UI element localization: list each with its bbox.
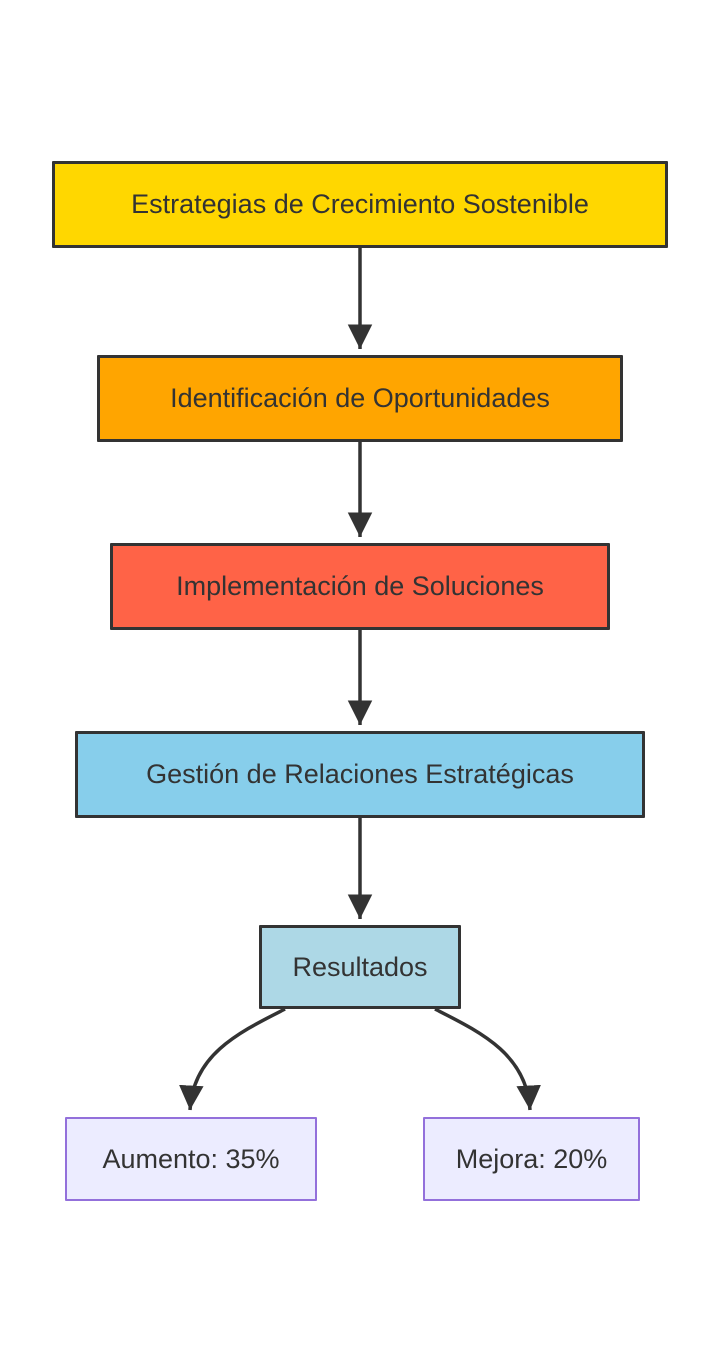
node-resultados: Resultados xyxy=(259,925,461,1009)
node-aumento-label: Aumento: 35% xyxy=(102,1143,280,1174)
node-aumento: Aumento: 35% xyxy=(65,1117,317,1201)
node-mejora: Mejora: 20% xyxy=(423,1117,640,1201)
node-gestion: Gestión de Relaciones Estratégicas xyxy=(75,731,645,818)
node-estrategias: Estrategias de Crecimiento Sostenible xyxy=(52,161,668,248)
node-estrategias-label: Estrategias de Crecimiento Sostenible xyxy=(131,189,589,219)
node-implementacion: Implementación de Soluciones xyxy=(110,543,610,630)
node-gestion-label: Gestión de Relaciones Estratégicas xyxy=(146,759,574,789)
edge-resultados-mejora xyxy=(434,1007,541,1111)
node-mejora-label: Mejora: 20% xyxy=(455,1143,608,1174)
node-implementacion-label: Implementación de Soluciones xyxy=(176,571,544,601)
node-identificacion-label: Identificación de Oportunidades xyxy=(170,383,550,413)
node-resultados-label: Resultados xyxy=(292,951,428,982)
node-identificacion: Identificación de Oportunidades xyxy=(97,355,623,442)
edge-resultados-aumento xyxy=(179,1007,286,1111)
